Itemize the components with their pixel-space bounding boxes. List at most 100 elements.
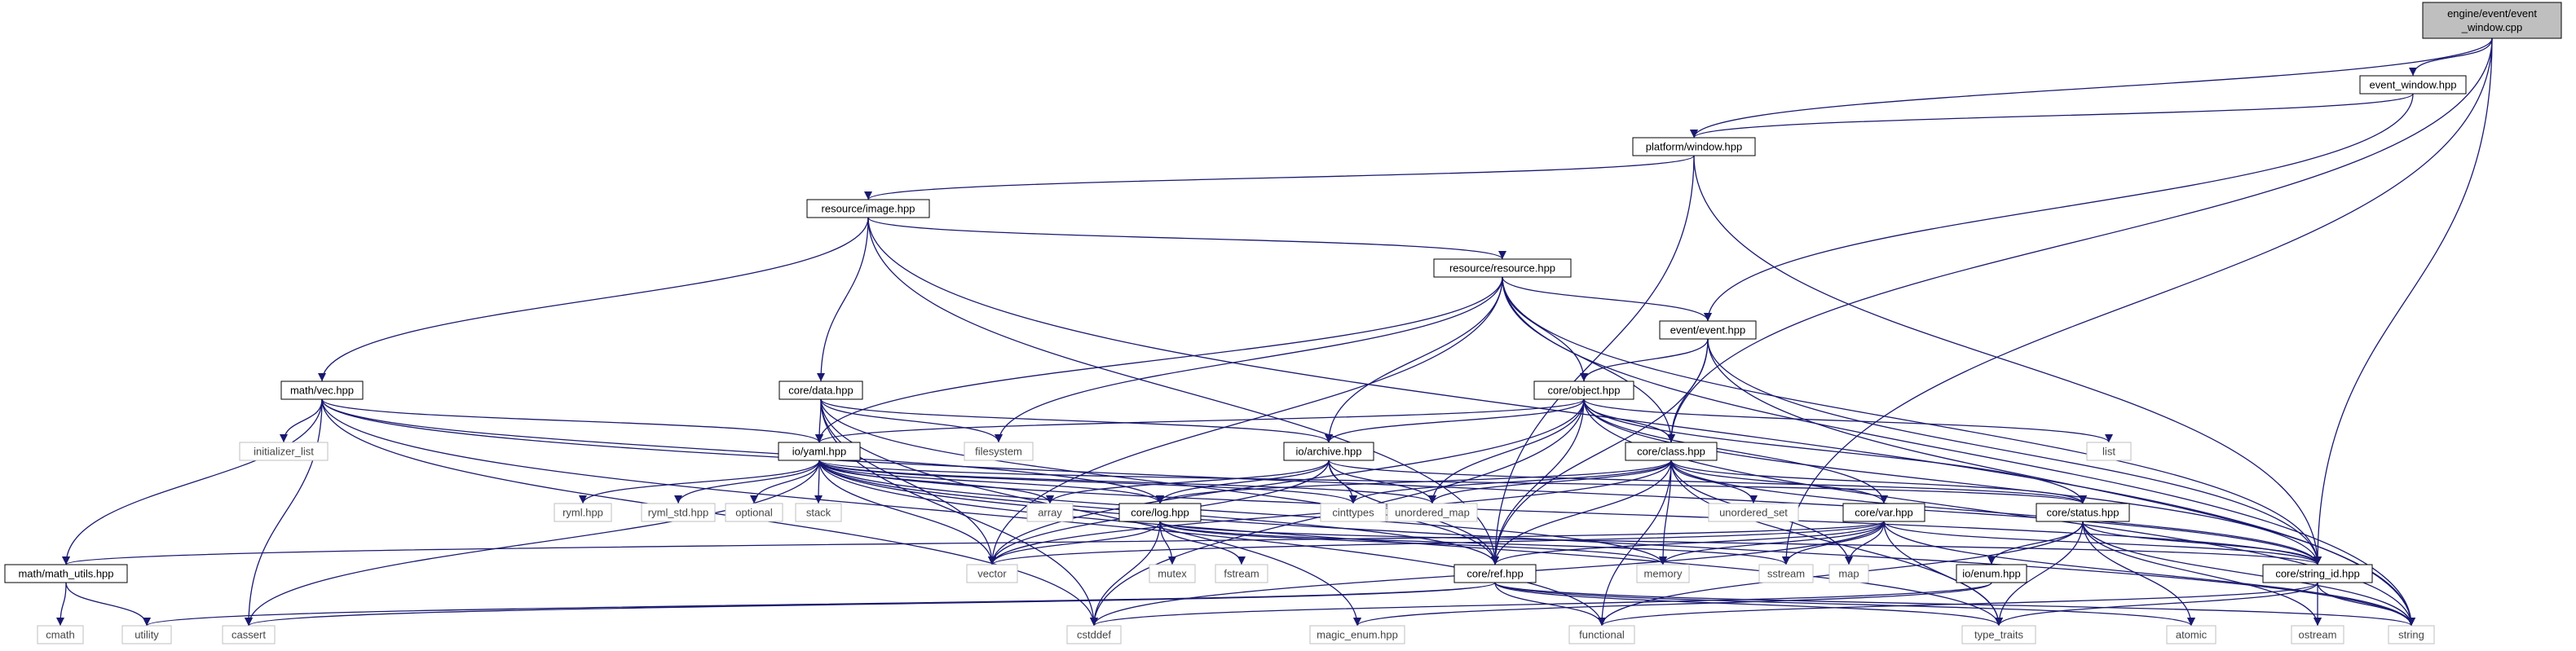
edge-core_status-to-ostream (2082, 521, 2322, 627)
edge-core_ref-to-type_traits (1494, 582, 2003, 627)
node-io_enum[interactable]: io/enum.hpp (1956, 564, 2027, 583)
node-box (280, 380, 364, 400)
edge-core_var-to-sstream (1782, 521, 1885, 565)
node-box (1632, 137, 1756, 156)
node-label: math/math_utils.hpp (18, 568, 113, 580)
node-core_log[interactable]: core/log.hpp (1118, 503, 1202, 522)
edge-res_resource-to-core_object (1502, 276, 1588, 382)
edge-res_resource-to-core_string_id (1502, 276, 2322, 565)
node-math_vec[interactable]: math/vec.hpp (280, 380, 364, 400)
edge-io_yaml-to-ryml_std (674, 460, 820, 504)
node-sstream: sstream (1758, 564, 1814, 583)
node-core_class[interactable]: core/class.hpp (1625, 442, 1718, 461)
edge-io_enum-to-magic_enum (1353, 582, 1992, 627)
node-box (1708, 503, 1799, 522)
edge-core_data-to-vector (820, 398, 996, 565)
edge-core_var-to-memory (1659, 521, 1885, 565)
node-label: cassert (232, 629, 266, 641)
node-box (1309, 625, 1405, 644)
edge-io_archive-to-core_log (1156, 460, 1330, 504)
edge-event_event-to-core_string_id (1707, 338, 2322, 565)
node-io_yaml[interactable]: io/yaml.hpp (778, 442, 861, 461)
edges-layer (56, 37, 2493, 627)
node-label: initializer_list (254, 446, 314, 458)
node-label: functional (1579, 629, 1625, 641)
node-label: stack (806, 507, 831, 519)
edge-root-to-platform_window (1690, 37, 2493, 139)
edge-io_yaml-to-cassert (245, 460, 820, 627)
node-label: resource/resource.hpp (1449, 262, 1555, 275)
node-label: magic_enum.hpp (1317, 629, 1398, 641)
node-box (1453, 564, 1537, 583)
node-res_image[interactable]: resource/image.hpp (806, 199, 930, 218)
node-event_window[interactable]: event_window.hpp (2359, 75, 2467, 95)
node-core_status[interactable]: core/status.hpp (2036, 503, 2130, 522)
edge-res_image-to-core_data (817, 217, 869, 382)
node-box (1636, 564, 1690, 583)
edge-event_window-to-event_event (1704, 93, 2414, 322)
node-box (1215, 564, 1268, 583)
node-res_resource[interactable]: resource/resource.hpp (1433, 258, 1572, 278)
edge-math_vec-to-core_log (321, 398, 1164, 504)
node-core_data[interactable]: core/data.hpp (779, 380, 863, 400)
edge-core_log-to-memory (1159, 521, 1667, 565)
node-core_var[interactable]: core/var.hpp (1842, 503, 1925, 522)
edge-core_string_id-to-type_traits (1995, 582, 2318, 627)
edge-res_resource-to-event_event (1502, 276, 1712, 322)
node-ryml_std: ryml_std.hpp (641, 503, 716, 522)
node-string: string (2388, 625, 2435, 644)
node-label: map (1838, 568, 1859, 580)
node-label: io/enum.hpp (1962, 568, 2021, 580)
edge-math_vec-to-cassert (245, 398, 323, 627)
edge-core_ref-to-cassert (245, 582, 1496, 627)
node-label: atomic (2176, 629, 2208, 641)
node-label-line1: engine/event/event (2447, 7, 2537, 20)
node-math_utils[interactable]: math/math_utils.hpp (4, 564, 128, 583)
edge-math_vec-to-io_yaml (321, 398, 823, 443)
edge-core_object-to-io_archive (1325, 398, 1585, 443)
edge-io_yaml-to-core_status (818, 460, 2087, 504)
node-initializer_list: initializer_list (239, 442, 329, 461)
edge-math_vec-to-core_string_id (321, 398, 2322, 565)
node-label: cstddef (1077, 629, 1111, 641)
edge-core_object-to-core_var (1583, 398, 1888, 504)
edge-core_var-to-math_utils (62, 521, 1885, 565)
node-box (725, 503, 783, 522)
node-box (1149, 564, 1196, 583)
node-io_archive[interactable]: io/archive.hpp (1283, 442, 1374, 461)
edge-res_image-to-res_resource (867, 217, 1506, 260)
node-magic_enum: magic_enum.hpp (1309, 625, 1405, 644)
node-box (1387, 503, 1478, 522)
node-box (2359, 75, 2467, 95)
edge-io_yaml-to-optional (750, 460, 820, 504)
edge-core_data-to-io_archive (820, 398, 1333, 443)
node-box (1956, 564, 2027, 583)
node-box (2388, 625, 2435, 644)
edge-res_image-to-core_ref (867, 217, 1499, 565)
node-memory: memory (1636, 564, 1690, 583)
node-label: ryml.hpp (562, 507, 603, 519)
edge-core_var-to-vector (988, 521, 1885, 565)
edge-core_var-to-core_string_id (1883, 521, 2322, 565)
node-core_object[interactable]: core/object.hpp (1533, 380, 1634, 400)
node-event_event[interactable]: event/event.hpp (1659, 320, 1757, 340)
node-label: ostream (2299, 629, 2337, 641)
edge-io_yaml-to-cinttypes (818, 460, 1357, 504)
node-core_string_id[interactable]: core/string_id.hpp (2262, 564, 2373, 583)
node-utility: utility (121, 625, 172, 644)
node-label: resource/image.hpp (822, 203, 915, 215)
node-label: core/log.hpp (1131, 507, 1189, 519)
edge-core_class-to-core_status (1670, 460, 2087, 504)
node-box (1961, 625, 2036, 644)
node-root[interactable]: engine/event/event_window.cpp (2422, 2, 2562, 39)
edge-res_resource-to-io_archive (1325, 276, 1503, 443)
edge-core_class-to-core_string_id (1670, 460, 2322, 565)
edge-root-to-event_window (2409, 37, 2493, 77)
node-label: event/event.hpp (1670, 324, 1746, 336)
edge-res_resource-to-filesystem (995, 276, 1503, 443)
node-core_ref[interactable]: core/ref.hpp (1453, 564, 1537, 583)
node-platform_window[interactable]: platform/window.hpp (1632, 137, 1756, 156)
node-label: core/ref.hpp (1467, 568, 1523, 580)
edge-io_enum-to-cstddef (1090, 582, 1992, 627)
node-box (641, 503, 716, 522)
